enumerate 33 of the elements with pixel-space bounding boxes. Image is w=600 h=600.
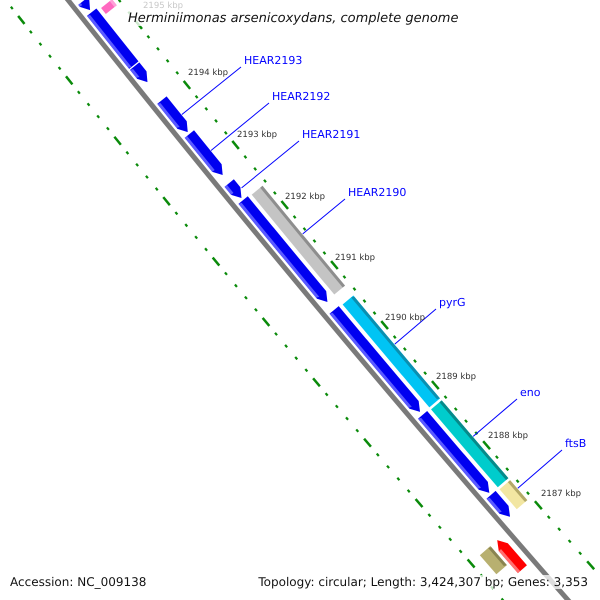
- leader-line: [517, 450, 562, 489]
- position-label: 2190 kbp: [385, 313, 426, 323]
- gene-label: ftsB: [565, 437, 586, 450]
- leader-line: [302, 198, 346, 234]
- gene-label: HEAR2191: [302, 128, 360, 141]
- gene-label: eno: [520, 386, 540, 399]
- gene-feature: [431, 400, 508, 488]
- gene-feature: [130, 62, 148, 82]
- gene-label: HEAR2192: [272, 90, 330, 103]
- gene-label: pyrG: [439, 296, 466, 309]
- gene-feature: [480, 546, 507, 574]
- gene-feature: [101, 0, 117, 14]
- leader-line: [241, 140, 300, 188]
- gene-feature: [157, 96, 188, 132]
- position-label: 2192 kbp: [285, 192, 326, 202]
- position-label: 2187 kbp: [541, 489, 582, 499]
- gene-label: HEAR2190: [348, 186, 406, 199]
- accession-label: Accession: NC_009138: [8, 575, 148, 589]
- position-label: 2193 kbp: [237, 130, 278, 140]
- leader-line: [210, 102, 270, 151]
- position-label: 2194 kbp: [188, 68, 228, 78]
- genome-summary: Topology: circular; Length: 3,424,307 bp; Genes: 3,353: [256, 575, 590, 589]
- position-label: 2191 kbp: [335, 253, 376, 263]
- leader-line: [394, 308, 436, 345]
- position-label: 2188 kbp: [488, 431, 528, 441]
- gene-feature: [184, 130, 223, 176]
- gene-feature: [500, 480, 528, 510]
- leader-line: [472, 398, 518, 437]
- gene-feature: [78, 0, 90, 10]
- leader-line: [181, 66, 242, 115]
- gene-label: HEAR2193: [244, 54, 302, 67]
- position-label: 2189 kbp: [436, 372, 476, 382]
- gene-feature: [224, 179, 242, 198]
